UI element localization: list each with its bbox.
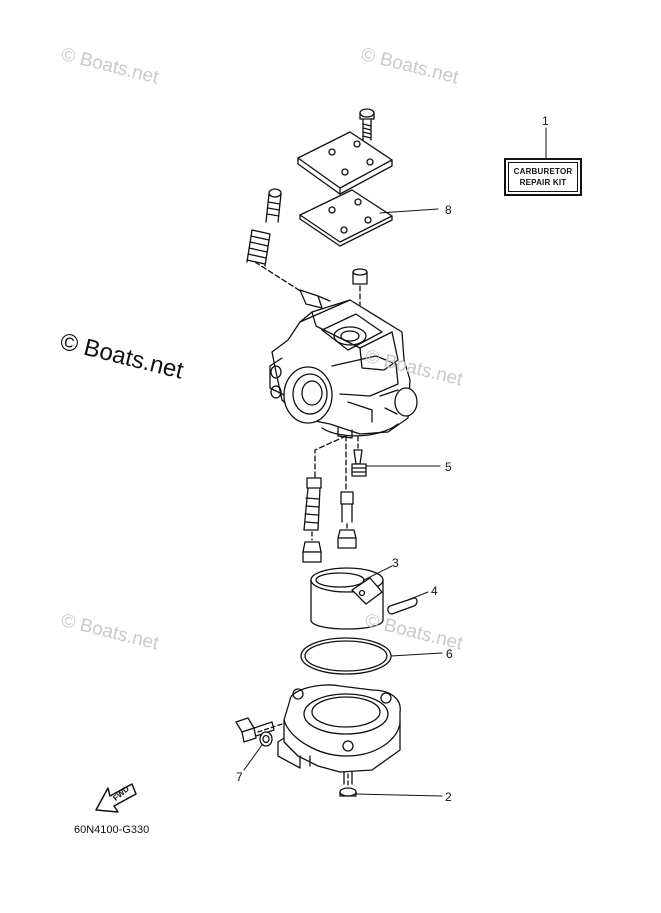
jet-plug: [337, 529, 357, 549]
main-jet: [302, 541, 322, 563]
repair-kit-label: CARBURETOR REPAIR KIT: [504, 158, 582, 196]
carburetor-body: [269, 299, 418, 439]
callout-5: 5: [445, 460, 452, 474]
part-number: 60N4100-G330: [74, 824, 150, 836]
pilot-jet: [340, 491, 354, 531]
callout-1: 1: [542, 114, 549, 128]
fwd-arrow-icon: [95, 783, 137, 813]
needle-valve: [351, 449, 367, 477]
drain-screw: [235, 717, 283, 743]
callout-3: 3: [392, 556, 399, 570]
kit-label-line1: CARBURETOR: [513, 167, 573, 176]
callout-leaders: [243, 127, 547, 797]
float-chamber: [277, 684, 401, 773]
callout-6: 6: [446, 647, 453, 661]
assembly-guides: [314, 435, 359, 491]
kit-label-line2: REPAIR KIT: [519, 178, 567, 187]
cover-plate: [297, 131, 393, 195]
callout-2: 2: [445, 790, 452, 804]
callout-7: 7: [236, 770, 243, 784]
callout-4: 4: [431, 584, 438, 598]
drain-plug: [352, 268, 368, 319]
chamber-screw: [339, 771, 357, 797]
washer: [259, 731, 273, 747]
cover-screw: [359, 108, 375, 141]
gasket-plate: [299, 189, 393, 247]
main-nozzle: [303, 477, 322, 541]
callout-8: 8: [445, 203, 452, 217]
o-ring: [300, 637, 392, 675]
float-pin: [387, 597, 418, 615]
pilot-screw: [246, 188, 331, 309]
